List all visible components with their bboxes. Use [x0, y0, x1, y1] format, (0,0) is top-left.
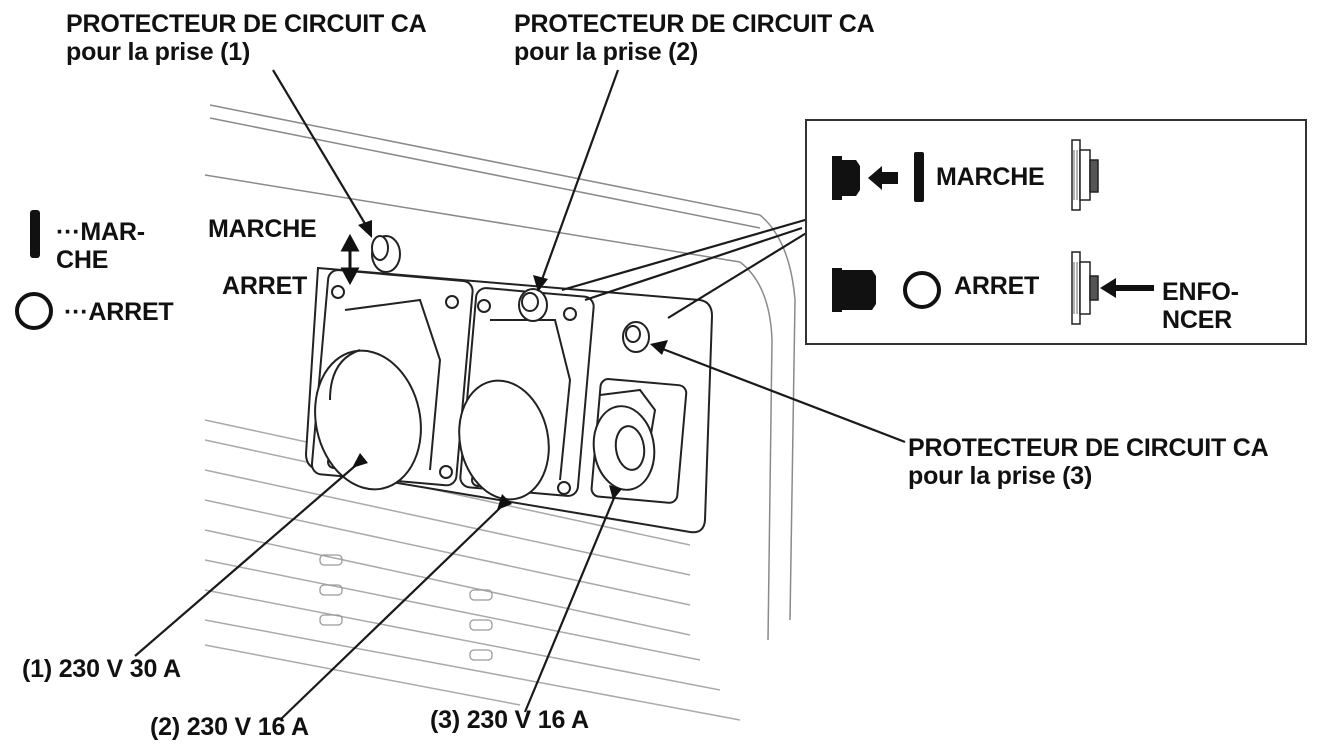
outlet-1-label: (1) 230 V 30 A — [22, 655, 181, 683]
breaker-2-callout: PROTECTEUR DE CIRCUIT CA pour la prise (… — [514, 10, 875, 66]
outlet-3-label: (3) 230 V 16 A — [430, 706, 589, 734]
housing-slots — [319, 554, 493, 661]
inset-off-row — [832, 251, 1154, 325]
breaker-3-button — [622, 321, 650, 353]
inset-off-label: ARRET — [954, 272, 1040, 300]
toggle-direction-arrow — [340, 233, 360, 286]
legend-on-line1: ···MAR- — [56, 218, 145, 246]
breaker-3-callout-line1: PROTECTEUR DE CIRCUIT CA — [908, 434, 1269, 462]
leader-lines — [134, 69, 906, 721]
outlet-1-socket — [310, 269, 474, 491]
outlet-3-socket — [590, 378, 688, 504]
inset-on-row — [832, 139, 1099, 211]
legend-on-line2: CHE — [56, 246, 109, 274]
breaker-3-callout: PROTECTEUR DE CIRCUIT CA pour la prise (… — [908, 434, 1269, 490]
inset-press-line2: NCER — [1162, 306, 1233, 334]
switch-on-label: MARCHE — [208, 215, 317, 243]
leader-arrowheads — [352, 220, 668, 510]
outlet-2-label: (2) 230 V 16 A — [150, 713, 309, 741]
inset-box — [805, 119, 1307, 345]
inset-press-line1: ENFO- — [1162, 278, 1239, 306]
breaker-2-button — [518, 288, 548, 322]
breaker-2-callout-line1: PROTECTEUR DE CIRCUIT CA — [514, 10, 875, 38]
inset-press-label: ENFO- NCER — [1162, 278, 1239, 334]
outlet-2-socket — [458, 287, 595, 501]
legend-off-label: ···ARRET — [64, 298, 174, 326]
on-symbol-bar — [30, 210, 40, 258]
breaker-1-toggle — [371, 235, 401, 273]
breaker-1-callout-line1: PROTECTEUR DE CIRCUIT CA — [66, 10, 427, 38]
breaker-1-callout-line2: pour la prise (1) — [66, 38, 251, 66]
legend-on-label: ···MAR- CHE — [56, 218, 145, 274]
breaker-3-callout-line2: pour la prise (3) — [908, 462, 1093, 490]
switch-off-label: ARRET — [222, 272, 308, 300]
off-symbol-circle — [15, 292, 53, 330]
breaker-1-callout: PROTECTEUR DE CIRCUIT CA pour la prise (… — [66, 10, 427, 66]
breaker-2-callout-line2: pour la prise (2) — [514, 38, 699, 66]
inset-on-label: MARCHE — [936, 163, 1045, 191]
